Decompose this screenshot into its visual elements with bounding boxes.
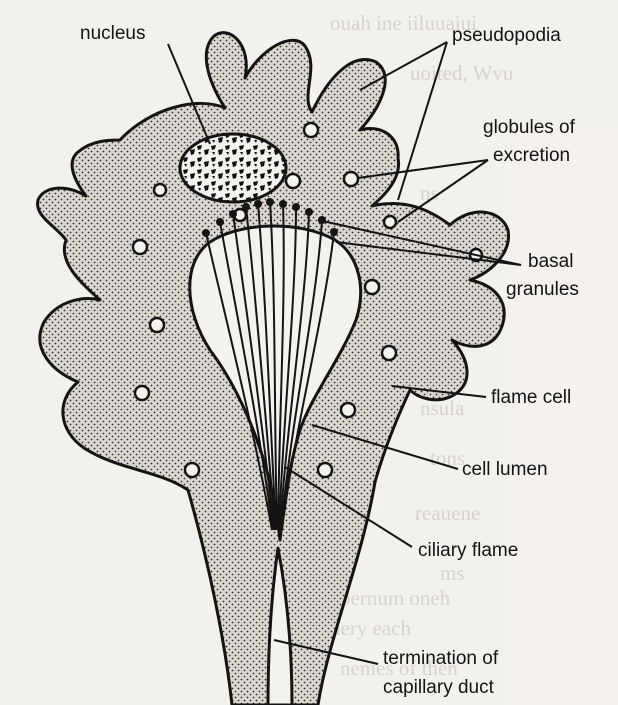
label-basal-line1: basal [528, 251, 573, 272]
svg-text:pernum oneh: pernum oneh [340, 586, 451, 610]
label-termination-line2: capillary duct [383, 677, 495, 698]
label-flame-cell: flame cell [491, 387, 571, 408]
label-pseudopodia: pseudopodia [452, 25, 561, 46]
svg-text:reauene: reauene [415, 501, 480, 525]
label-ciliary-flame: ciliary flame [418, 540, 518, 561]
svg-text:nery each: nery each [330, 616, 412, 640]
label-nucleus: nucleus [80, 23, 146, 44]
label-cell-lumen: cell lumen [462, 459, 548, 480]
label-basal-line2: granules [506, 279, 579, 300]
label-globules-line1: globules of [483, 117, 576, 138]
label-termination-line1: termination of [383, 648, 499, 669]
svg-text:ms: ms [440, 561, 465, 585]
label-globules-line2: excretion [493, 145, 570, 166]
svg-text:uoited, Wvu: uoited, Wvu [410, 61, 514, 85]
nucleus [180, 134, 286, 202]
